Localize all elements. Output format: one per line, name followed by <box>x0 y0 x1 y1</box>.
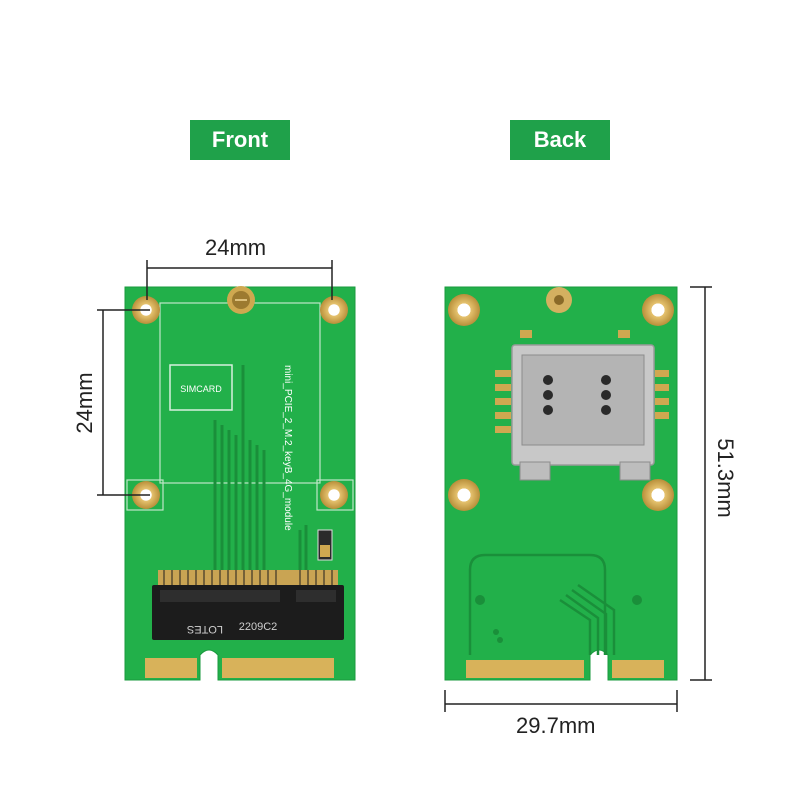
module-silkscreen: mini_PCIE_2_M.2_keyB_4G_module <box>282 365 293 531</box>
pcb-traces <box>213 365 308 570</box>
front-width-label: 24mm <box>205 235 267 260</box>
sim-card-slot <box>495 330 669 481</box>
back-height-label: 51.3mm <box>713 438 738 518</box>
connector-code: 2209C2 <box>239 621 278 633</box>
gold-fingers <box>466 660 664 678</box>
simcard-outline <box>169 364 233 411</box>
mount-hole <box>642 294 674 326</box>
mount-hole <box>448 294 480 326</box>
connector-brand: LOTES <box>187 623 223 635</box>
mount-hole <box>320 481 348 509</box>
pcb-traces <box>468 553 616 655</box>
back-board <box>444 286 678 681</box>
mount-hole <box>448 479 480 511</box>
back-label: Back <box>510 120 610 160</box>
gold-fingers <box>145 658 334 678</box>
mount-hole <box>642 479 674 511</box>
mount-hole <box>320 296 348 324</box>
dimension-lines <box>97 260 712 712</box>
m2-connector <box>152 570 344 640</box>
simcard-silkscreen: SIMCARD <box>180 384 222 394</box>
front-height-label: 24mm <box>72 372 97 434</box>
back-width-label: 29.7mm <box>516 713 596 738</box>
front-label: Front <box>190 120 290 160</box>
front-board <box>124 286 356 681</box>
